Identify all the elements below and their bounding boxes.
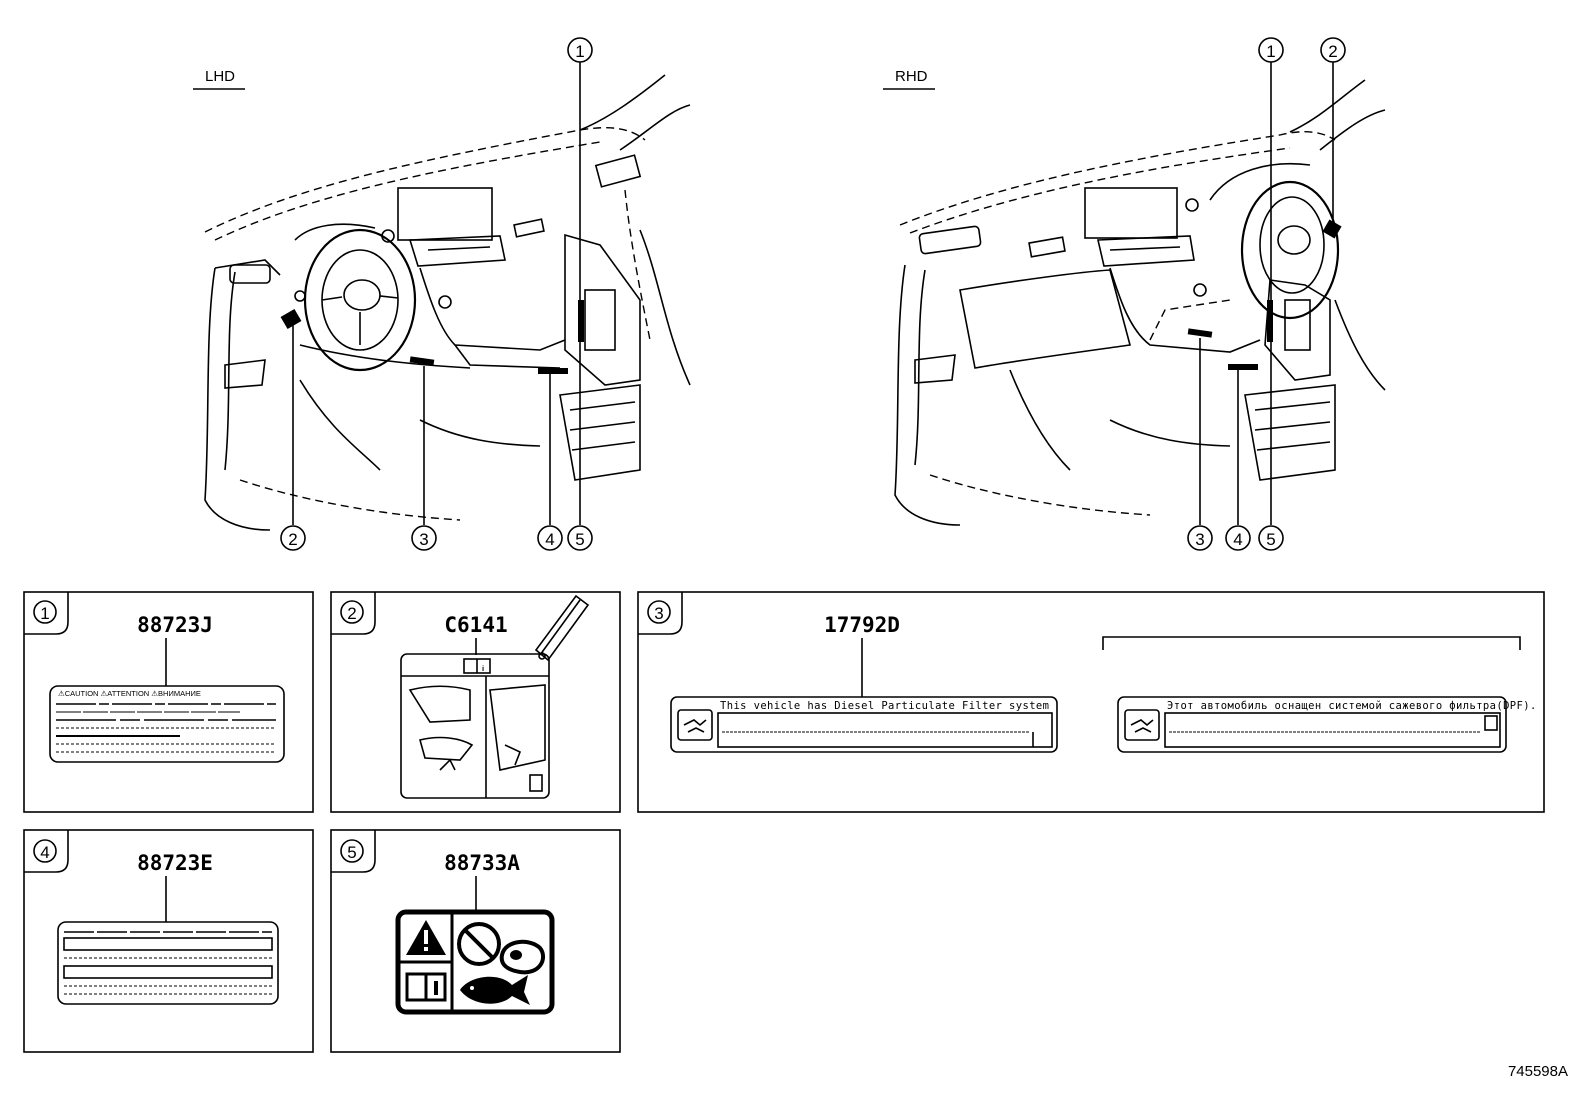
lhd-callout-2: 2 <box>280 525 306 551</box>
lhd-callout-5: 5 <box>567 525 593 551</box>
dpf-label-english: This vehicle has Diesel Particulate Filt… <box>670 696 1058 753</box>
tag-illustration <box>534 594 590 662</box>
panel-2-part-number: C6141 <box>444 613 507 637</box>
rhd-callout-3: 3 <box>1187 525 1213 551</box>
lhd-callout-1: 1 <box>567 37 593 63</box>
rhd-callout-1: 1 <box>1258 37 1284 63</box>
dpf-label-russian: Этот автомобиль оснащен системой сажевог… <box>1117 696 1537 753</box>
warning-triangle-icon <box>406 920 446 955</box>
panel-1-index-tab <box>24 592 69 635</box>
dpf-label-russian-text: Этот автомобиль оснащен системой сажевог… <box>1167 700 1537 712</box>
rhd-callout-5: 5 <box>1258 525 1284 551</box>
dpf-icon <box>677 709 713 741</box>
panel-5-frame <box>330 829 621 1053</box>
food-warning-label-sticker <box>395 909 555 1015</box>
panel-5-index: 5 <box>347 843 356 862</box>
panel-2-frame <box>330 591 621 813</box>
svg-text:1: 1 <box>575 42 584 61</box>
panel-4-index-tab <box>24 830 69 873</box>
lhd-callout-4: 4 <box>537 525 563 551</box>
panel-1-part-number: 88723J <box>137 613 213 637</box>
panel-3-index: 3 <box>654 604 663 623</box>
manual-book-icon <box>405 972 447 1002</box>
panel-1-index: 1 <box>40 604 49 623</box>
panel-4: 4 88723E <box>23 829 314 1053</box>
figure-id: 745598A <box>1508 1063 1568 1080</box>
rhd-dashboard-drawing <box>894 79 1386 526</box>
svg-text:2: 2 <box>1328 42 1337 61</box>
rhd-callout-2: 2 <box>1320 37 1346 63</box>
svg-text:3: 3 <box>1195 530 1204 549</box>
lhd-view: LHD <box>193 37 691 551</box>
svg-text:5: 5 <box>1266 530 1275 549</box>
panel-1: 1 88723J ⚠CAUTION ⚠ATTENTION ⚠ВНИМАНИЕ <box>23 591 314 813</box>
lhd-caption: LHD <box>205 68 235 85</box>
no-entry-icon <box>457 922 501 966</box>
door-hook-label-sticker: i <box>400 653 550 799</box>
panel-5: 5 88733A <box>330 829 621 1053</box>
svg-text:3: 3 <box>419 530 428 549</box>
caution-label-text: ⚠CAUTION ⚠ATTENTION ⚠ВНИМАНИЕ <box>58 689 201 698</box>
panel-3-part-number: 17792D <box>824 613 900 637</box>
panel-2-index-tab <box>331 592 376 635</box>
panel-4-frame <box>23 829 314 1053</box>
rhd-view: RHD <box>883 37 1386 551</box>
svg-text:4: 4 <box>1233 530 1242 549</box>
fish-icon <box>460 975 530 1005</box>
svg-text:2: 2 <box>288 530 297 549</box>
panel-4-part-number: 88723E <box>137 851 213 875</box>
panel-3-bracket <box>1102 636 1521 650</box>
panel-2: 2 C6141 i <box>330 591 621 813</box>
caution-label-sticker: ⚠CAUTION ⚠ATTENTION ⚠ВНИМАНИЕ <box>49 685 285 763</box>
svg-text:1: 1 <box>1266 42 1275 61</box>
manual-book-icon: i <box>463 658 491 674</box>
panel-2-index: 2 <box>347 604 356 623</box>
panel-3: 3 17792D This vehicle has Diesel Particu… <box>637 591 1545 813</box>
rhd-caption: RHD <box>895 68 928 85</box>
panel-5-index-tab <box>331 830 376 873</box>
panel-4-index: 4 <box>40 843 49 862</box>
lhd-dashboard-drawing <box>204 74 691 531</box>
svg-text:4: 4 <box>545 530 554 549</box>
info-label-sticker <box>57 921 279 1005</box>
meat-icon <box>499 939 546 975</box>
svg-text:5: 5 <box>575 530 584 549</box>
panel-3-index-tab <box>638 592 683 635</box>
panel-5-part-number: 88733A <box>444 851 520 875</box>
panel-1-frame <box>23 591 314 813</box>
dpf-label-english-text: This vehicle has Diesel Particulate Filt… <box>720 700 1049 712</box>
svg-text:i: i <box>482 664 484 673</box>
rhd-callout-4: 4 <box>1225 525 1251 551</box>
panel-3-frame <box>637 591 1545 813</box>
lhd-callout-3: 3 <box>411 525 437 551</box>
dpf-icon <box>1124 709 1160 741</box>
